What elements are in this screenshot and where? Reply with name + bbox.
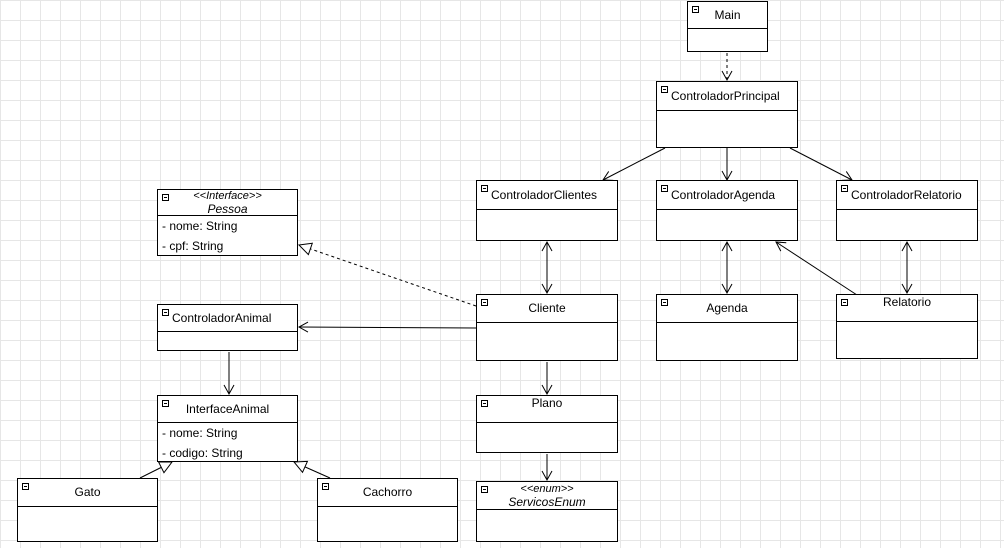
arrowhead-open bbox=[602, 171, 614, 181]
collapse-icon[interactable] bbox=[162, 194, 169, 201]
class-plano[interactable]: Plano bbox=[476, 395, 618, 453]
arrowhead-open bbox=[223, 384, 235, 396]
collapse-icon[interactable] bbox=[322, 483, 329, 490]
arrowhead-open bbox=[775, 241, 787, 252]
arrowhead-open bbox=[901, 240, 913, 252]
class-gato[interactable]: Gato bbox=[17, 478, 158, 542]
arrowhead-open bbox=[297, 321, 309, 333]
class-name: Cliente bbox=[528, 301, 566, 315]
collapse-icon[interactable] bbox=[481, 486, 488, 493]
class-agenda[interactable]: Agenda bbox=[656, 294, 798, 361]
collapse-icon[interactable] bbox=[481, 400, 488, 407]
class-stereotype: <<Interface>> bbox=[193, 189, 262, 202]
class-main[interactable]: Main bbox=[687, 1, 768, 52]
collapse-icon[interactable] bbox=[22, 483, 29, 490]
class-controlador-agenda[interactable]: ControladorAgenda bbox=[656, 180, 798, 241]
arrowhead-open bbox=[721, 240, 733, 252]
class-name: Relatorio bbox=[882, 295, 932, 309]
arrowhead-open bbox=[541, 240, 553, 252]
arrowhead-open bbox=[721, 170, 733, 182]
class-controlador-clientes[interactable]: ControladorClientes bbox=[476, 180, 618, 241]
class-name: Gato bbox=[74, 485, 101, 499]
class-interface-animal[interactable]: InterfaceAnimal - nome: String - codigo:… bbox=[157, 395, 298, 462]
collapse-icon[interactable] bbox=[841, 185, 848, 192]
connector-line bbox=[310, 248, 477, 307]
collapse-icon[interactable] bbox=[841, 299, 848, 306]
arrowhead-open bbox=[721, 70, 733, 82]
collapse-icon[interactable] bbox=[692, 6, 699, 13]
class-controlador-animal[interactable]: ControladorAnimal bbox=[157, 304, 298, 351]
collapse-icon[interactable] bbox=[162, 400, 169, 407]
attribute: - nome: String bbox=[162, 219, 238, 233]
class-name: ControladorPrincipal bbox=[671, 88, 780, 103]
class-name: ControladorAgenda bbox=[671, 187, 776, 202]
arrowhead-hollow-triangle bbox=[292, 460, 309, 474]
class-stereotype: <<enum>> bbox=[520, 482, 574, 495]
class-controlador-relatorio[interactable]: ControladorRelatorio bbox=[836, 180, 978, 241]
arrowhead-open bbox=[541, 470, 553, 482]
collapse-icon[interactable] bbox=[661, 86, 668, 93]
class-servicos-enum[interactable]: <<enum>> ServicosEnum bbox=[476, 481, 618, 542]
arrowhead-open bbox=[541, 283, 553, 295]
connector-line bbox=[139, 466, 162, 479]
connector-line bbox=[304, 466, 331, 479]
class-name: InterfaceAnimal bbox=[185, 401, 270, 416]
class-name: Agenda bbox=[706, 301, 748, 315]
collapse-icon[interactable] bbox=[481, 299, 488, 306]
arrowhead-open bbox=[841, 171, 853, 181]
collapse-icon[interactable] bbox=[661, 185, 668, 192]
class-cliente[interactable]: Cliente bbox=[476, 294, 618, 361]
class-pessoa[interactable]: <<Interface>> Pessoa - nome: String - cp… bbox=[157, 189, 298, 256]
arrowhead-hollow-triangle bbox=[297, 242, 314, 256]
arrowhead-open bbox=[541, 384, 553, 396]
attribute: - cpf: String bbox=[162, 239, 224, 253]
class-name: Plano bbox=[531, 396, 563, 410]
class-relatorio[interactable]: Relatorio bbox=[836, 294, 978, 359]
class-name: Pessoa bbox=[207, 201, 248, 216]
class-name: ControladorAnimal bbox=[172, 310, 272, 325]
collapse-icon[interactable] bbox=[481, 185, 488, 192]
arrowhead-open bbox=[901, 283, 913, 295]
attribute: - nome: String bbox=[162, 426, 238, 440]
connector-line bbox=[789, 147, 853, 181]
class-name: ControladorRelatorio bbox=[851, 187, 962, 202]
attribute: - codigo: String bbox=[162, 446, 243, 460]
class-controlador-principal[interactable]: ControladorPrincipal bbox=[656, 81, 798, 148]
connector-line bbox=[602, 147, 666, 181]
arrowhead-open bbox=[721, 283, 733, 295]
class-name: Cachorro bbox=[362, 485, 413, 499]
class-cachorro[interactable]: Cachorro bbox=[317, 478, 458, 542]
arrowhead-hollow-triangle bbox=[157, 461, 174, 474]
class-name: ServicosEnum bbox=[508, 494, 586, 509]
class-name: Main bbox=[714, 7, 741, 22]
collapse-icon[interactable] bbox=[162, 309, 169, 316]
connector-line bbox=[775, 241, 858, 296]
class-name: ControladorClientes bbox=[491, 187, 598, 202]
connector-line bbox=[298, 326, 477, 329]
collapse-icon[interactable] bbox=[661, 299, 668, 306]
